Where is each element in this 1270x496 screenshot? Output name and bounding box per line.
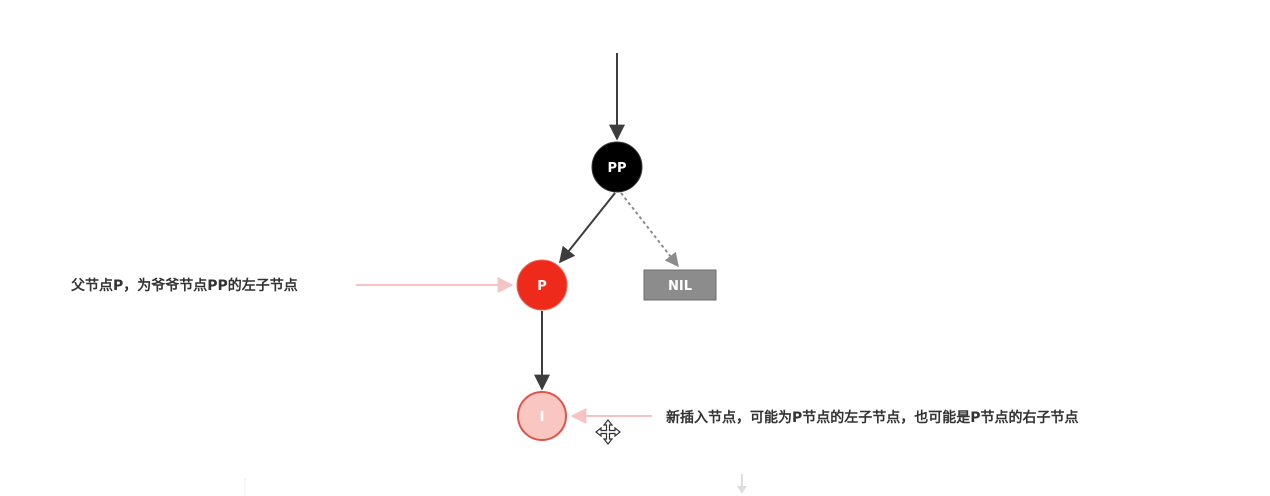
faint-arrow-head <box>737 486 747 494</box>
node-pp: PP <box>591 141 643 193</box>
node-p-circle <box>516 259 568 311</box>
node-nil-label: NIL <box>668 279 692 294</box>
node-pp-label: PP <box>607 161 626 176</box>
node-p: P <box>516 259 568 311</box>
insert-note: 新插入节点，可能为P节点的左子节点，也可能是P节点的右子节点 <box>666 409 1079 426</box>
node-i: I <box>517 391 567 441</box>
node-i-circle <box>517 391 567 441</box>
node-p-label: P <box>537 279 547 294</box>
move-cursor-icon <box>595 419 621 445</box>
node-nil: NIL <box>643 269 717 301</box>
node-i-label: I <box>540 410 545 425</box>
edge-pp-to-p <box>559 192 616 264</box>
edge-pp-to-nil <box>620 192 679 268</box>
node-pp-circle <box>591 141 643 193</box>
parent-note: 父节点P，为爷爷节点PP的左子节点 <box>70 277 298 294</box>
node-nil-rect <box>643 269 717 301</box>
